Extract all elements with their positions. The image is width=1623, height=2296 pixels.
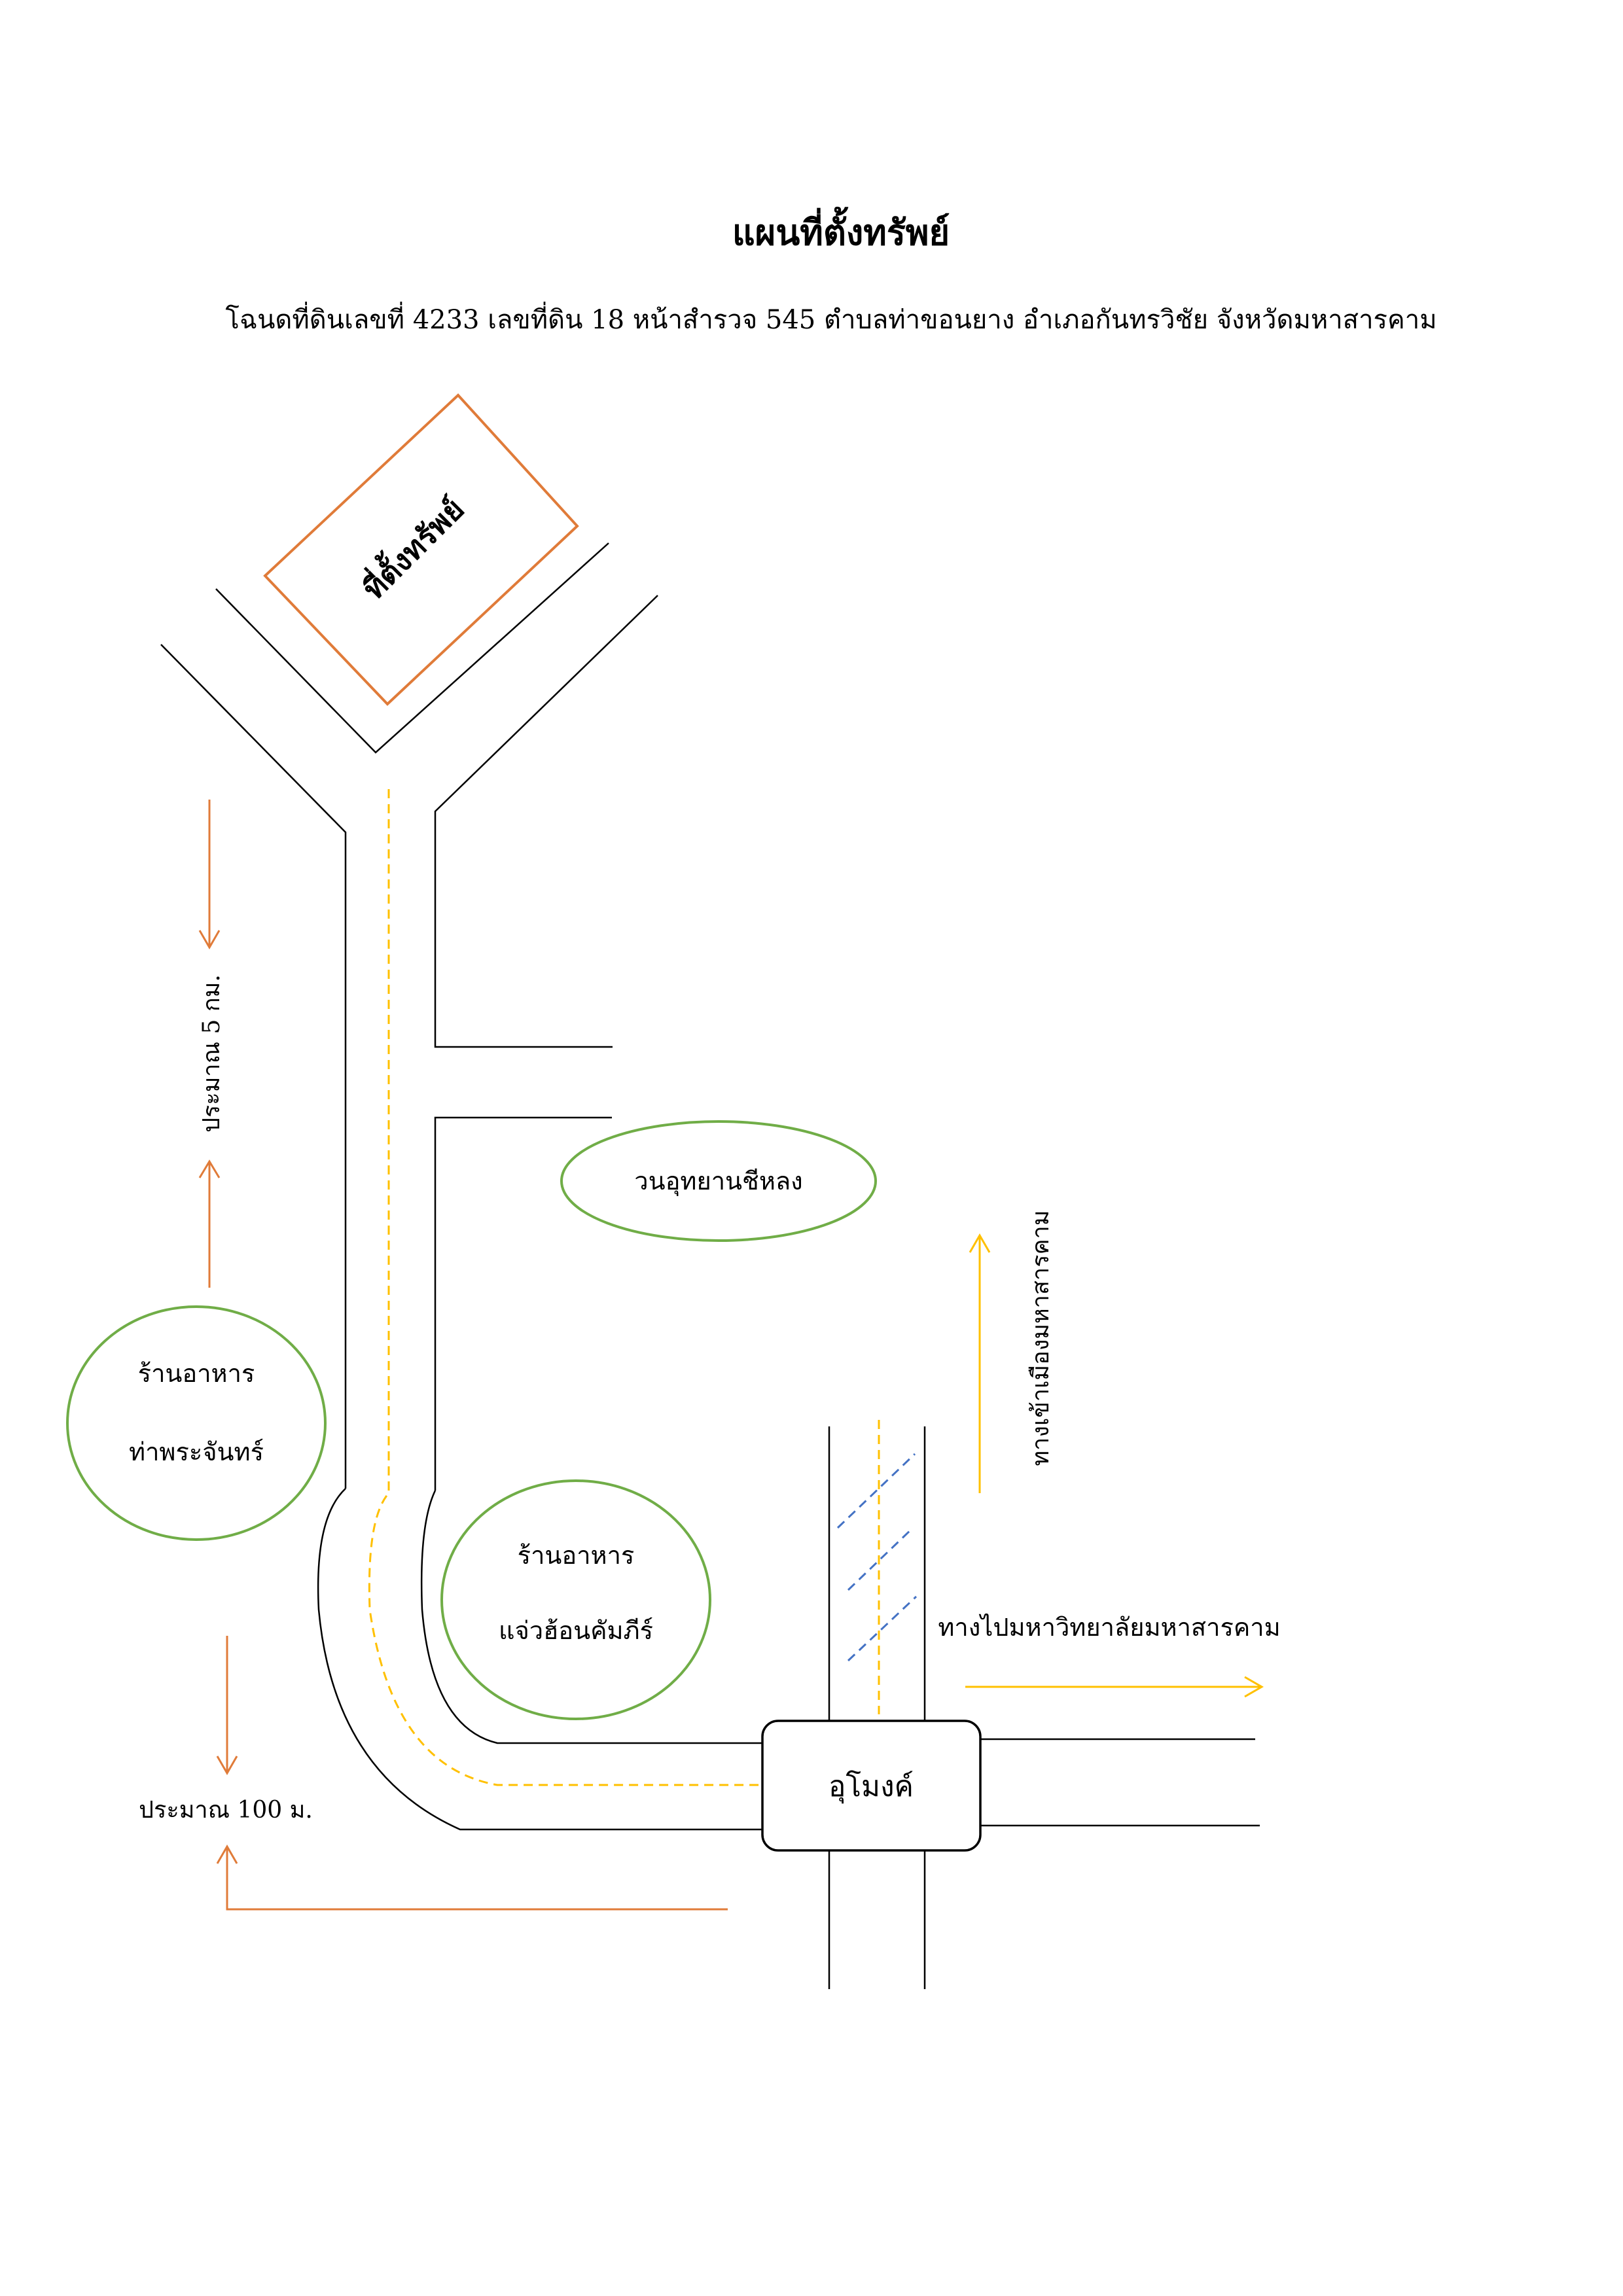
- restaurant-right-label-line1: ร้านอาหาร: [518, 1541, 635, 1570]
- distance-5km-label: ประมาณ 5 กม.: [198, 974, 225, 1133]
- crosswalk-line-3: [847, 1595, 918, 1662]
- road-edge-curve-outer: [317, 1488, 762, 1831]
- road-edge-upper-left: [160, 644, 347, 1489]
- restaurant-right-marker: [440, 1479, 711, 1720]
- restaurant-left-marker: [66, 1305, 327, 1541]
- tunnel-label: อุโมงค์: [829, 1770, 914, 1804]
- road-center-line: [368, 789, 762, 1786]
- road-edge-side-street: [434, 1116, 612, 1491]
- arrow-5km-down-head: [198, 930, 221, 950]
- distance-arrows: [198, 800, 728, 1911]
- arrow-5km-up-head: [198, 1159, 221, 1178]
- page-title: แผนที่ตั้งทรัพย์: [732, 211, 950, 253]
- land-deed-subtitle: โฉนดที่ดินเลขที่ 4233 เลขที่ดิน 18 หน้าส…: [225, 305, 1437, 335]
- property-outline: [263, 393, 579, 706]
- property-label: ที่ตั้งทรัพย์: [353, 488, 471, 607]
- to-university-label: ทางไปมหาวิทยาลัยมหาสารคาม: [938, 1613, 1280, 1642]
- restaurant-left-label-line2: ท่าพระจันทร์: [129, 1438, 264, 1466]
- road-edge-upper-right: [434, 595, 658, 1048]
- park-label: วนอุทยานชีหลง: [634, 1167, 802, 1196]
- highway: [828, 1426, 1260, 1989]
- road-edge-curve-inner: [420, 1490, 762, 1744]
- road-edge-upper-middle: [215, 542, 609, 754]
- curved-road: [317, 1488, 762, 1831]
- crosswalk-line-1: [836, 1453, 916, 1529]
- restaurant-left-label-line1: ร้านอาหาร: [138, 1359, 255, 1388]
- upper-roads: [160, 542, 658, 1491]
- restaurant-right-label-line2: แจ่วฮ้อนคัมภีร์: [499, 1616, 653, 1645]
- crosswalk-line-2: [847, 1527, 914, 1591]
- crosswalk-marks: [836, 1453, 918, 1662]
- direction-arrows: [965, 1233, 1264, 1698]
- park-marker: [560, 1120, 877, 1242]
- distance-100m-label: ประมาณ 100 ม.: [139, 1797, 313, 1824]
- arrow-to-university-head: [1244, 1676, 1264, 1698]
- arrow-to-city-head: [969, 1233, 991, 1253]
- to-city-label: ทางเข้าเมืองมหาสารคาม: [1027, 1210, 1054, 1466]
- arrow-100m-up-head: [216, 1844, 238, 1864]
- arrow-100m-down-head: [216, 1756, 238, 1776]
- tunnel-box: [761, 1720, 982, 1852]
- arrow-100m-up-shaft: [226, 1846, 728, 1911]
